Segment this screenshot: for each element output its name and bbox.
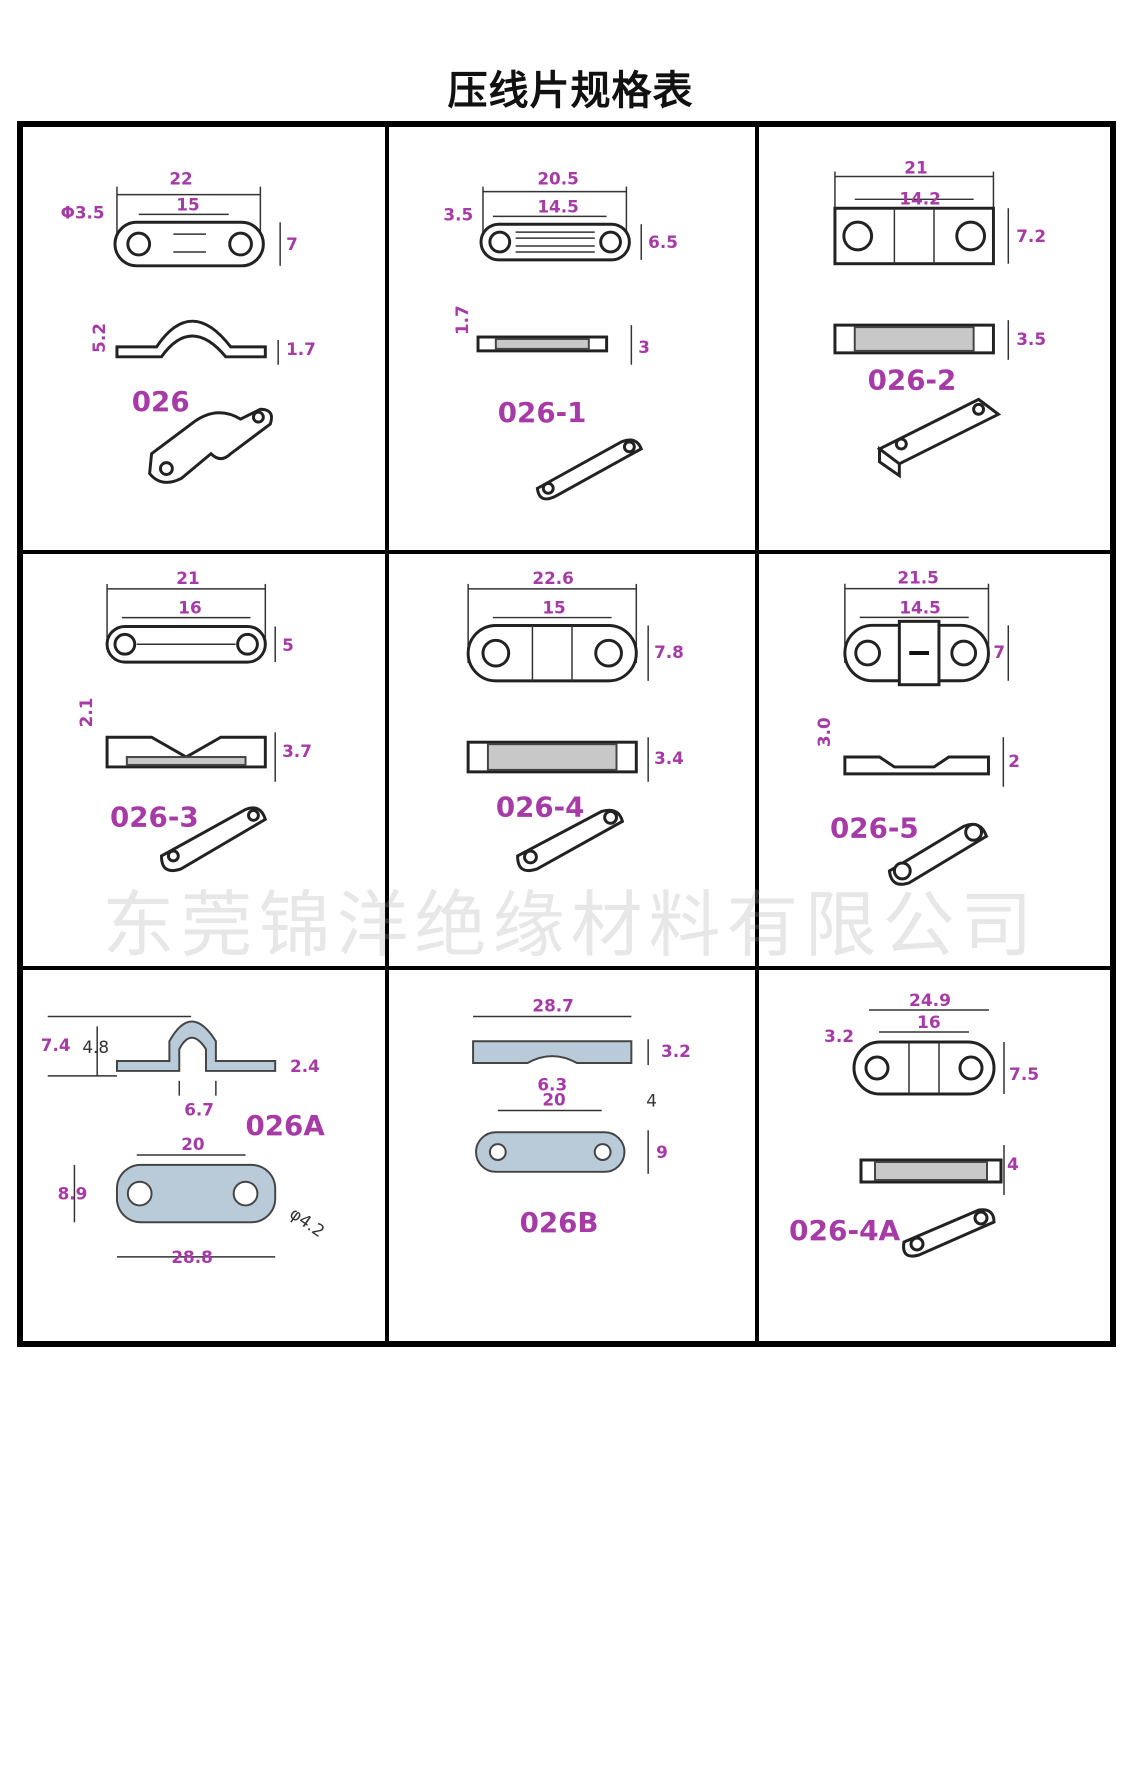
drawing-026A: 7.4 4.8 2.4 6.7 026A 20 8.9 28.8 φ4.2 — [41, 1015, 329, 1267]
model-label: 026-2 — [868, 364, 957, 397]
dim-label: 15 — [542, 598, 565, 618]
dim-label: 7.8 — [654, 642, 684, 662]
dim-label: 24.9 — [909, 991, 951, 1011]
spec-cell-026-4: 22.6 15 7.8 3.4 026-4 — [389, 554, 759, 970]
part-3d-view — [516, 808, 625, 873]
dim-label: 4 — [646, 1091, 657, 1111]
dim-label: 7.5 — [1009, 1065, 1039, 1085]
dim-label: 7.4 — [41, 1035, 71, 1055]
model-label: 026B — [520, 1206, 599, 1239]
drawing-026: 22 Φ3.5 15 7 5.2 1.7 026 — [61, 169, 316, 484]
dim-label: 21 — [904, 158, 927, 178]
dim-label: 3.0 — [814, 717, 834, 747]
part-side-view — [115, 319, 267, 359]
spec-grid: 22 Φ3.5 15 7 5.2 1.7 026 20.5 3.5 14.5 — [17, 121, 1116, 1347]
dim-label: 2.1 — [76, 698, 96, 728]
dim-label: 20.5 — [537, 169, 578, 189]
dim-label: 20 — [542, 1090, 565, 1110]
spec-cell-026-1: 20.5 3.5 14.5 6.5 1.7 3 026-1 — [389, 127, 759, 554]
model-label: 026-4 — [496, 790, 585, 823]
part-3d-view — [148, 407, 273, 484]
part-side-view — [115, 1020, 277, 1072]
dim-label: 2.4 — [290, 1056, 320, 1076]
model-label: 026-1 — [498, 396, 587, 429]
spec-cell-026A: 7.4 4.8 2.4 6.7 026A 20 8.9 28.8 φ4.2 — [23, 970, 389, 1341]
dim-label: 6.7 — [184, 1099, 214, 1119]
dim-label: 28.7 — [532, 996, 573, 1016]
dim-label: 3.2 — [824, 1027, 854, 1047]
dim-label: 14.2 — [899, 188, 941, 208]
dim-label: 5.2 — [89, 323, 109, 353]
model-label: 026 — [132, 385, 190, 418]
dim-label: Φ3.5 — [61, 202, 105, 222]
dim-label: 8.9 — [58, 1184, 88, 1204]
dim-label: 20 — [181, 1134, 204, 1154]
model-label: 026-3 — [110, 800, 199, 833]
dim-label: 1.7 — [452, 305, 472, 335]
spec-cell-026B: 28.7 3.2 6.3 20 4 9 026B — [389, 970, 759, 1341]
dim-label: 6.5 — [648, 232, 678, 252]
dim-label: 3.7 — [282, 741, 312, 761]
model-label: 026-4A — [789, 1214, 901, 1247]
dim-label: 22.6 — [532, 568, 573, 588]
dim-label: 3.5 — [443, 204, 473, 224]
part-3d-view — [159, 806, 268, 873]
spec-cell-026-2: 21 14.2 7.2 3.5 026-2 — [759, 127, 1110, 554]
model-label: 026A — [246, 1109, 326, 1142]
part-top-view — [479, 222, 631, 262]
drawing-026-4A: 24.9 3.2 16 7.5 4 026-4A — [789, 991, 1039, 1258]
drawing-026-3: 21 16 5 2.1 3.7 026-3 — [76, 568, 312, 873]
part-side-view — [843, 755, 990, 776]
dim-label: 7.2 — [1016, 226, 1046, 246]
dim-label: 1.7 — [286, 339, 316, 359]
dim-label: 21.5 — [897, 568, 939, 588]
spec-cell-026-5: 21.5 14.5 7 3.0 2 026-5 — [759, 554, 1110, 970]
dim-label: 5 — [282, 635, 294, 655]
drawing-026-1: 20.5 3.5 14.5 6.5 1.7 3 026-1 — [443, 169, 678, 501]
dim-label: φ4.2 — [286, 1203, 328, 1241]
dim-label: 3.5 — [1016, 329, 1046, 349]
part-top-view — [852, 1040, 996, 1096]
drawing-026-2: 21 14.2 7.2 3.5 026-2 — [833, 158, 1046, 479]
model-label: 026-5 — [830, 811, 919, 844]
part-top-view — [113, 220, 265, 268]
dim-label: 16 — [178, 598, 201, 618]
part-top-view — [475, 1131, 626, 1173]
dim-label: 14.5 — [899, 597, 941, 617]
page-title: 压线片规格表 — [447, 68, 694, 114]
dim-label: 21 — [176, 568, 199, 588]
dim-label: 3 — [638, 337, 650, 357]
dim-label: 7 — [286, 234, 298, 254]
dim-label: 3.2 — [661, 1041, 691, 1061]
drawing-026-4: 22.6 15 7.8 3.4 026-4 — [466, 568, 684, 873]
part-top-view — [466, 623, 638, 683]
spec-cell-026-3: 21 16 5 2.1 3.7 026-3 — [23, 554, 389, 970]
dim-label: 9 — [656, 1142, 668, 1162]
drawing-026-5: 21.5 14.5 7 3.0 2 026-5 — [814, 568, 1020, 886]
part-3d-view — [902, 1208, 996, 1258]
spec-cell-026: 22 Φ3.5 15 7 5.2 1.7 026 — [23, 127, 389, 554]
part-top-view — [115, 1163, 277, 1224]
dim-label: 7 — [993, 642, 1005, 662]
dim-label: 4 — [1007, 1155, 1019, 1175]
dim-label: 16 — [917, 1013, 941, 1033]
spec-cell-026-4A: 24.9 3.2 16 7.5 4 026-4A — [759, 970, 1110, 1341]
dim-label: 4.8 — [82, 1037, 109, 1057]
part-side-view — [472, 1040, 633, 1064]
part-3d-view — [535, 438, 644, 501]
dim-label: 28.8 — [171, 1247, 212, 1267]
dim-label: 2 — [1008, 751, 1020, 771]
dim-label: 14.5 — [537, 196, 578, 216]
dim-label: 6.3 — [537, 1075, 567, 1095]
drawing-026B: 28.7 3.2 6.3 20 4 9 026B — [472, 996, 691, 1239]
dim-label: 15 — [176, 194, 199, 214]
dim-label: 22 — [169, 169, 192, 189]
dim-label: 3.4 — [654, 748, 684, 768]
